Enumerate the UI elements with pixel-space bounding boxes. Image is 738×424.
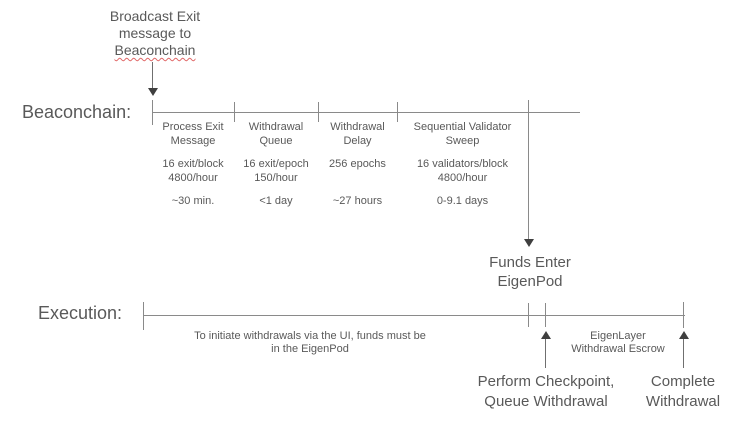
segment-rate: 16 exit/epoch 150/hour (243, 158, 309, 184)
segment-title: Withdrawal Queue (248, 121, 304, 147)
segment-title: Process Exit Message (162, 121, 224, 147)
segment-title: Sequential Validator Sweep (413, 121, 512, 147)
beaconchain-tick-2 (234, 102, 235, 122)
broadcast-exit-note-line3: Beaconchain (85, 42, 225, 59)
execution-tick-end (683, 302, 684, 328)
checkpoint-arrow-shaft (545, 339, 546, 368)
beaconchain-row-label: Beaconchain: (22, 102, 132, 122)
segment-rate: 16 validators/block 4800/hour (416, 158, 509, 184)
beaconchain-tick-start (152, 100, 153, 125)
segment-rate: 256 epochs (329, 158, 386, 170)
broadcast-arrow-shaft (152, 62, 153, 89)
beaconchain-tick-3 (318, 102, 319, 122)
beaconchain-tick-4 (397, 102, 398, 122)
complete-arrow-head-icon (679, 331, 689, 339)
segment-duration: 0-9.1 days (436, 195, 489, 207)
execution-tick-funds-enter (528, 303, 529, 327)
broadcast-arrow-head-icon (148, 88, 158, 96)
segment-duration: ~30 min. (171, 195, 215, 207)
execution-tick-start (143, 302, 144, 330)
broadcast-exit-note: Broadcast Exit message to Beaconchain (85, 8, 225, 59)
segment-duration: <1 day (259, 195, 293, 207)
broadcast-exit-note-line1: Broadcast Exit (109, 8, 201, 24)
beaconchain-misspelling-underline: Beaconchain (114, 42, 196, 58)
execution-timeline-line (143, 315, 685, 316)
eigenlayer-withdrawal-escrow-label: EigenLayer Withdrawal Escrow (571, 330, 665, 355)
beaconchain-timeline-line (152, 112, 580, 113)
complete-withdrawal-label: Complete Withdrawal (645, 373, 721, 410)
complete-arrow-shaft (683, 339, 684, 368)
segment-rate: 16 exit/block 4800/hour (162, 158, 224, 184)
segment-duration: ~27 hours (332, 195, 383, 207)
perform-checkpoint-label: Perform Checkpoint, Queue Withdrawal (477, 373, 615, 410)
ui-initiate-note: To initiate withdrawals via the UI, fund… (194, 330, 426, 355)
broadcast-exit-note-line2: message to (118, 25, 192, 41)
execution-tick-checkpoint (545, 303, 546, 327)
execution-row-label: Execution: (38, 303, 123, 323)
checkpoint-arrow-head-icon (541, 331, 551, 339)
funds-enter-arrow-shaft (528, 100, 529, 240)
segment-title: Withdrawal Delay (330, 121, 385, 147)
funds-enter-eigenpod-label: Funds Enter EigenPod (489, 254, 571, 290)
funds-enter-arrow-head-icon (524, 239, 534, 247)
